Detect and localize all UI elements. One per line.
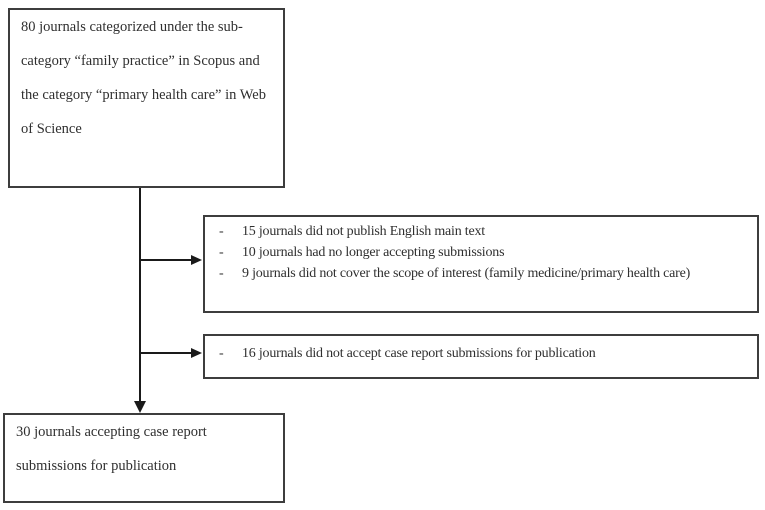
source-box-line: category “family practice” in Scopus and bbox=[21, 53, 260, 69]
result-box-line: submissions for publication bbox=[16, 458, 177, 474]
source-box-line: the category “primary health care” in We… bbox=[21, 87, 266, 103]
result-journals-box: 30 journals accepting case report submis… bbox=[3, 413, 285, 503]
source-journals-box: 80 journals categorized under the sub- c… bbox=[8, 8, 285, 188]
arrow-shaft-to-exclusion-2 bbox=[140, 352, 192, 354]
arrow-shaft-to-exclusion-1 bbox=[140, 259, 192, 261]
arrowhead-right-icon bbox=[191, 255, 202, 265]
dash-bullet: - bbox=[219, 266, 224, 281]
arrowhead-down-icon bbox=[134, 401, 146, 413]
vertical-connector-line bbox=[139, 188, 141, 402]
exclusion-item-text: 9 journals did not cover the scope of in… bbox=[242, 266, 691, 281]
exclusion-item: - 9 journals did not cover the scope of … bbox=[205, 263, 757, 284]
exclusion-criteria-box-1: - 15 journals did not publish English ma… bbox=[203, 215, 759, 313]
exclusion-item: - 15 journals did not publish English ma… bbox=[205, 221, 757, 242]
exclusion-item-text: 10 journals had no longer accepting subm… bbox=[242, 245, 505, 260]
dash-bullet: - bbox=[219, 224, 224, 239]
result-box-line: 30 journals accepting case report bbox=[16, 424, 207, 440]
arrowhead-right-icon bbox=[191, 348, 202, 358]
exclusion-item: - 16 journals did not accept case report… bbox=[205, 343, 757, 364]
exclusion-item-text: 16 journals did not accept case report s… bbox=[242, 346, 596, 361]
dash-bullet: - bbox=[219, 245, 224, 260]
exclusion-criteria-box-2: - 16 journals did not accept case report… bbox=[203, 334, 759, 379]
source-box-line: of Science bbox=[21, 121, 82, 137]
exclusion-item: - 10 journals had no longer accepting su… bbox=[205, 242, 757, 263]
dash-bullet: - bbox=[219, 346, 224, 361]
exclusion-item-text: 15 journals did not publish English main… bbox=[242, 224, 485, 239]
source-box-line: 80 journals categorized under the sub- bbox=[21, 19, 243, 35]
